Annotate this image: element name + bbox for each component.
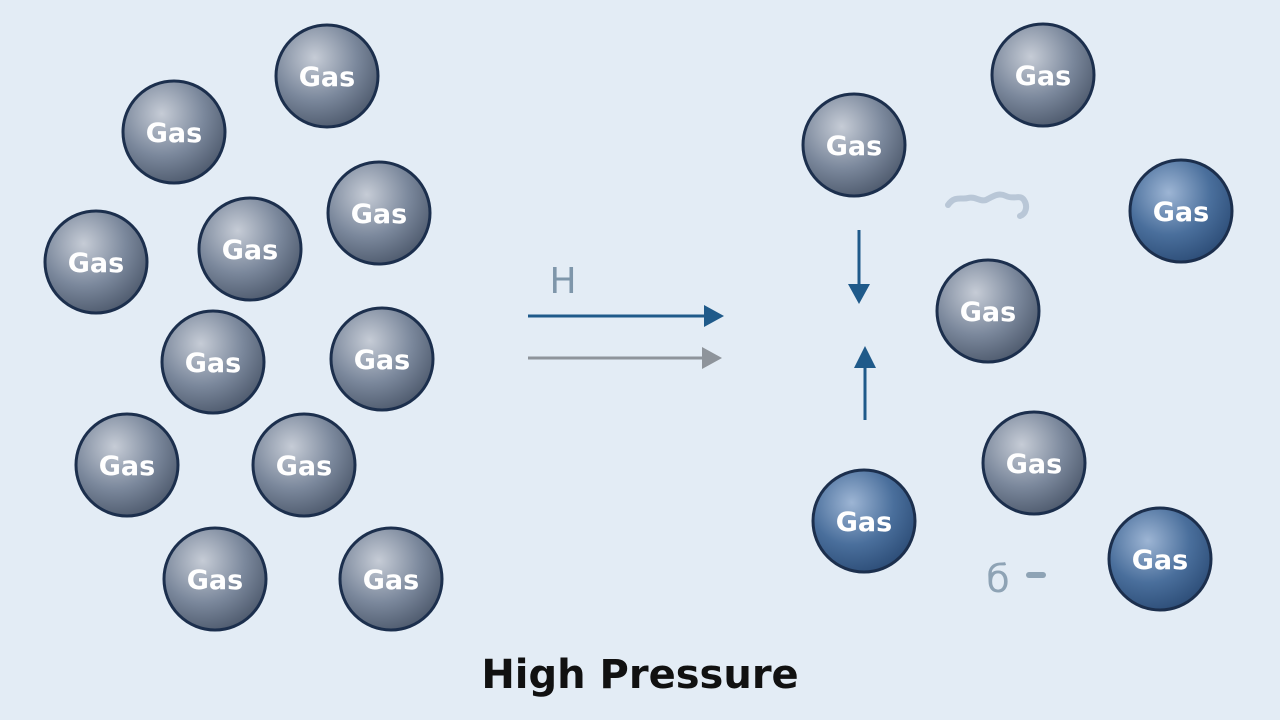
gas-particle-label: Gas xyxy=(1015,61,1071,92)
diagram-caption: High Pressure xyxy=(481,652,799,698)
gas-particle-label: Gas xyxy=(1006,449,1062,480)
gas-particle-label: Gas xyxy=(222,235,278,266)
gas-particle: Gas xyxy=(197,196,303,302)
gas-particle: Gas xyxy=(329,306,435,412)
gas-particle: Gas xyxy=(160,309,266,415)
gas-particle: Gas xyxy=(1107,506,1213,612)
gas-particle: Gas xyxy=(801,92,907,198)
gas-particle-label: Gas xyxy=(187,565,243,596)
gas-particle-label: Gas xyxy=(99,451,155,482)
left-particle-group: Gas Gas Gas Gas Gas Gas Gas Gas Gas Gas … xyxy=(43,23,444,632)
gas-particle-label: Gas xyxy=(146,118,202,149)
arrow-label: H xyxy=(549,261,576,302)
gas-particle: Gas xyxy=(274,23,380,129)
gas-particle-label: Gas xyxy=(1153,197,1209,228)
gas-particle: Gas xyxy=(326,160,432,266)
gas-particle-label: Gas xyxy=(826,131,882,162)
gas-particle-label: Gas xyxy=(299,62,355,93)
gas-particle: Gas xyxy=(811,468,917,574)
dash-artifact xyxy=(1026,572,1046,578)
gas-particle: Gas xyxy=(121,79,227,185)
grey-arrow-right xyxy=(528,347,722,369)
gas-particle: Gas xyxy=(981,410,1087,516)
up-arrow xyxy=(854,346,876,420)
gas-particle: Gas xyxy=(1128,158,1234,264)
gas-particle-label: Gas xyxy=(185,348,241,379)
gas-particle-label: Gas xyxy=(836,507,892,538)
glyph-artifact: б xyxy=(986,557,1046,601)
gas-particle: Gas xyxy=(74,412,180,518)
compression-arrows xyxy=(848,230,876,420)
gas-particle-label: Gas xyxy=(960,297,1016,328)
gas-particle-label: Gas xyxy=(363,565,419,596)
gas-particle-label: Gas xyxy=(1132,545,1188,576)
gas-particle: Gas xyxy=(338,526,444,632)
gas-particle-label: Gas xyxy=(351,199,407,230)
gas-particle: Gas xyxy=(935,258,1041,364)
gas-particle: Gas xyxy=(43,209,149,315)
transition-arrows: H xyxy=(528,261,724,369)
gas-particle-label: Gas xyxy=(354,345,410,376)
gas-particle: Gas xyxy=(162,526,268,632)
gas-particle-label: Gas xyxy=(68,248,124,279)
gas-particle: Gas xyxy=(990,22,1096,128)
artifact-label: б xyxy=(986,557,1009,601)
gas-particle-label: Gas xyxy=(276,451,332,482)
right-particle-group: Gas Gas Gas Gas Gas Gas Gas xyxy=(801,22,1234,612)
down-arrow xyxy=(848,230,870,304)
gas-particle: Gas xyxy=(251,412,357,518)
blue-arrow-right xyxy=(528,305,724,327)
smudge-artifact xyxy=(945,191,1030,219)
